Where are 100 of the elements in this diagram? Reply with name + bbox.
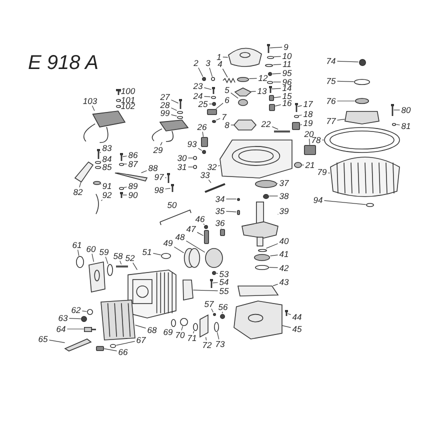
leader-line	[66, 328, 84, 330]
callout-number: 6	[224, 96, 230, 104]
callout-number: 19	[302, 118, 314, 128]
leader-line	[170, 100, 179, 104]
leader-line	[181, 326, 183, 331]
leader-line	[216, 272, 218, 274]
diagram-title: E 918 A	[28, 52, 98, 74]
screw-drawing	[294, 102, 298, 112]
leader-line	[287, 313, 292, 315]
washer-drawing	[118, 162, 124, 166]
nut-drawing	[202, 77, 206, 81]
screw-drawing	[178, 99, 182, 109]
callout-number: 60	[85, 244, 97, 254]
screw-drawing	[268, 86, 272, 92]
leader-line	[273, 96, 282, 98]
ring-drawing	[324, 127, 400, 153]
leader-line	[120, 260, 122, 265]
cover-drawing	[228, 48, 262, 68]
callout-number: 68	[146, 326, 158, 334]
block-drawing	[204, 230, 208, 244]
callout-number: 33	[199, 170, 211, 180]
leader-line	[216, 118, 220, 120]
washer-drawing	[177, 116, 183, 118]
screw-drawing	[116, 89, 120, 95]
leader-line	[216, 102, 224, 110]
leader-line	[152, 253, 162, 256]
callout-number: 8	[224, 120, 230, 130]
screw-drawing	[284, 310, 288, 316]
callout-number: 44	[291, 312, 303, 322]
nut-drawing	[212, 102, 216, 106]
callout-number: 55	[218, 286, 230, 296]
callout-number: 88	[147, 164, 159, 172]
callout-number: 32	[206, 162, 218, 172]
callout-number: 62	[70, 306, 82, 314]
callout-number: 52	[124, 254, 136, 262]
callout-number: 70	[174, 330, 186, 340]
washer-drawing	[76, 256, 84, 268]
leader-line	[324, 200, 366, 205]
crankcase-drawing	[234, 301, 282, 339]
spark-plug-drawing	[84, 326, 96, 332]
callout-number: 103	[82, 96, 98, 106]
nut-drawing	[358, 58, 366, 66]
leader-line	[216, 332, 220, 340]
callout-number: 82	[72, 188, 84, 196]
callout-number: 37	[278, 178, 290, 188]
callout-number: 67	[135, 336, 147, 344]
callout-number: 58	[112, 252, 124, 260]
leader-line	[250, 91, 256, 92]
nut-drawing	[212, 312, 216, 316]
cable-drawing	[95, 194, 101, 214]
leader-line	[226, 211, 237, 212]
leader-line	[141, 170, 148, 174]
leader-line	[300, 124, 302, 126]
leader-line	[230, 124, 234, 126]
gasket-drawing	[183, 280, 193, 300]
callout-number: 41	[278, 250, 290, 258]
stud-drawing	[204, 183, 226, 193]
leader-line	[160, 142, 162, 146]
leader-line	[105, 256, 108, 264]
leader-line	[170, 114, 178, 116]
washer-drawing	[116, 104, 120, 108]
callout-number: 46	[194, 214, 206, 224]
nut-drawing	[202, 150, 206, 154]
callout-number: 92	[101, 190, 113, 200]
leader-line	[270, 254, 278, 256]
callout-number: 101	[120, 96, 136, 104]
washer-drawing	[193, 165, 197, 169]
callout-number: 47	[185, 224, 197, 234]
callout-number: 45	[291, 324, 303, 334]
leader-line	[123, 186, 128, 188]
callout-number: 10	[281, 52, 293, 60]
callout-number: 57	[203, 300, 215, 308]
block-drawing	[268, 95, 274, 101]
leader-line	[132, 262, 138, 270]
leader-line	[336, 60, 359, 62]
callout-number: 61	[71, 240, 83, 250]
callout-number: 12	[257, 74, 269, 82]
bracket-drawing	[75, 162, 93, 182]
leader-line	[396, 124, 400, 126]
leader-line	[297, 105, 302, 107]
leader-line	[198, 68, 204, 78]
callout-number: 89	[127, 182, 139, 190]
stud-drawing	[116, 264, 128, 268]
block-drawing	[200, 137, 208, 147]
leader-line	[336, 80, 354, 82]
callout-number: 34	[214, 194, 226, 204]
callout-number: 102	[120, 102, 136, 110]
screw-drawing	[96, 149, 100, 159]
leader-line	[302, 164, 304, 166]
callout-number: 31	[176, 162, 188, 172]
callout-number: 51	[141, 248, 153, 256]
callout-number: 16	[281, 98, 293, 108]
callout-number: 96	[281, 78, 293, 86]
disc-drawing	[93, 181, 101, 185]
callout-number: 53	[218, 270, 230, 278]
leader-line	[222, 68, 228, 78]
leader-line	[68, 318, 82, 320]
callout-number: 20	[303, 130, 315, 138]
leader-line	[209, 68, 213, 78]
leader-line	[272, 64, 282, 66]
